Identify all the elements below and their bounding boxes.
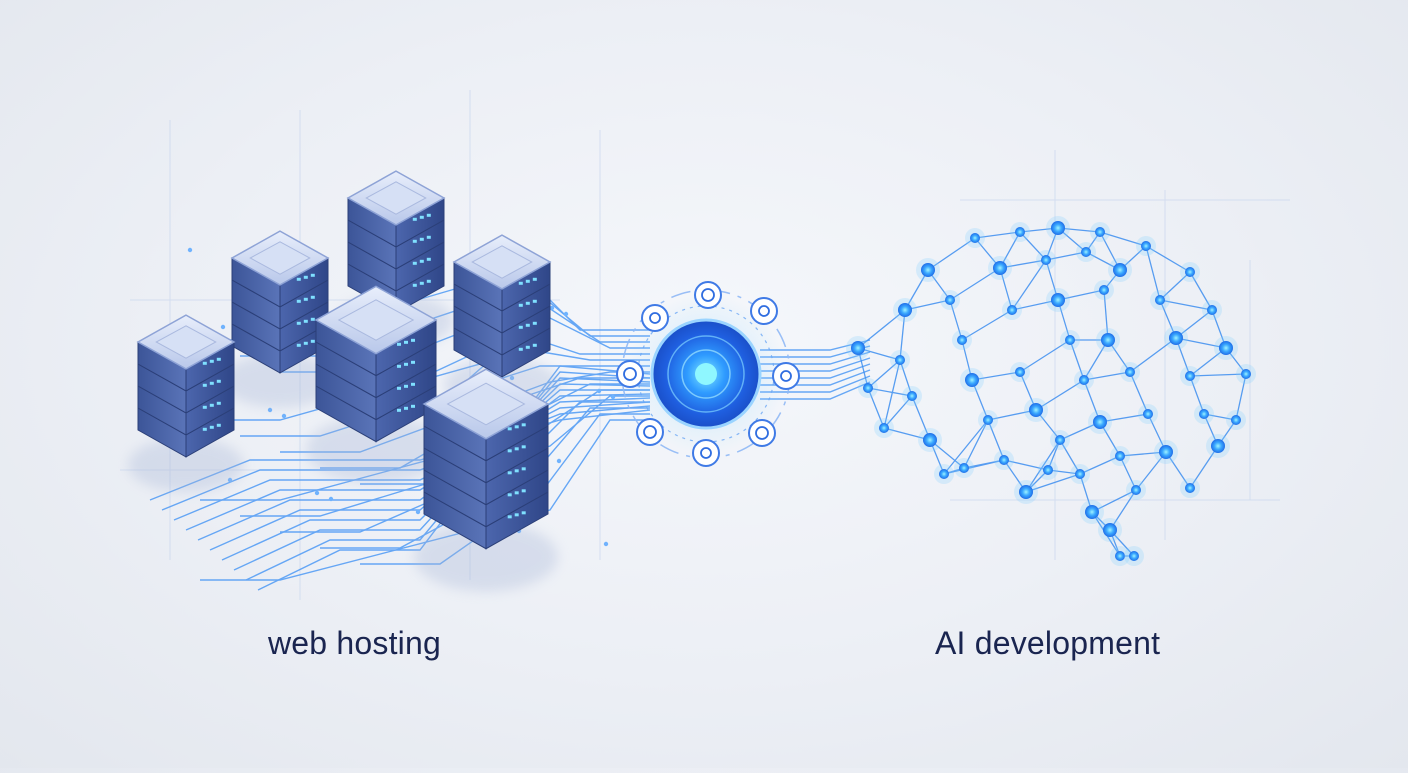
server-rack-icon <box>128 170 560 592</box>
label-ai-development: AI development <box>935 625 1161 661</box>
label-web-hosting: web hosting <box>268 625 441 661</box>
neural-network-nodes <box>846 216 1256 566</box>
hub-ring-icons <box>616 281 800 467</box>
